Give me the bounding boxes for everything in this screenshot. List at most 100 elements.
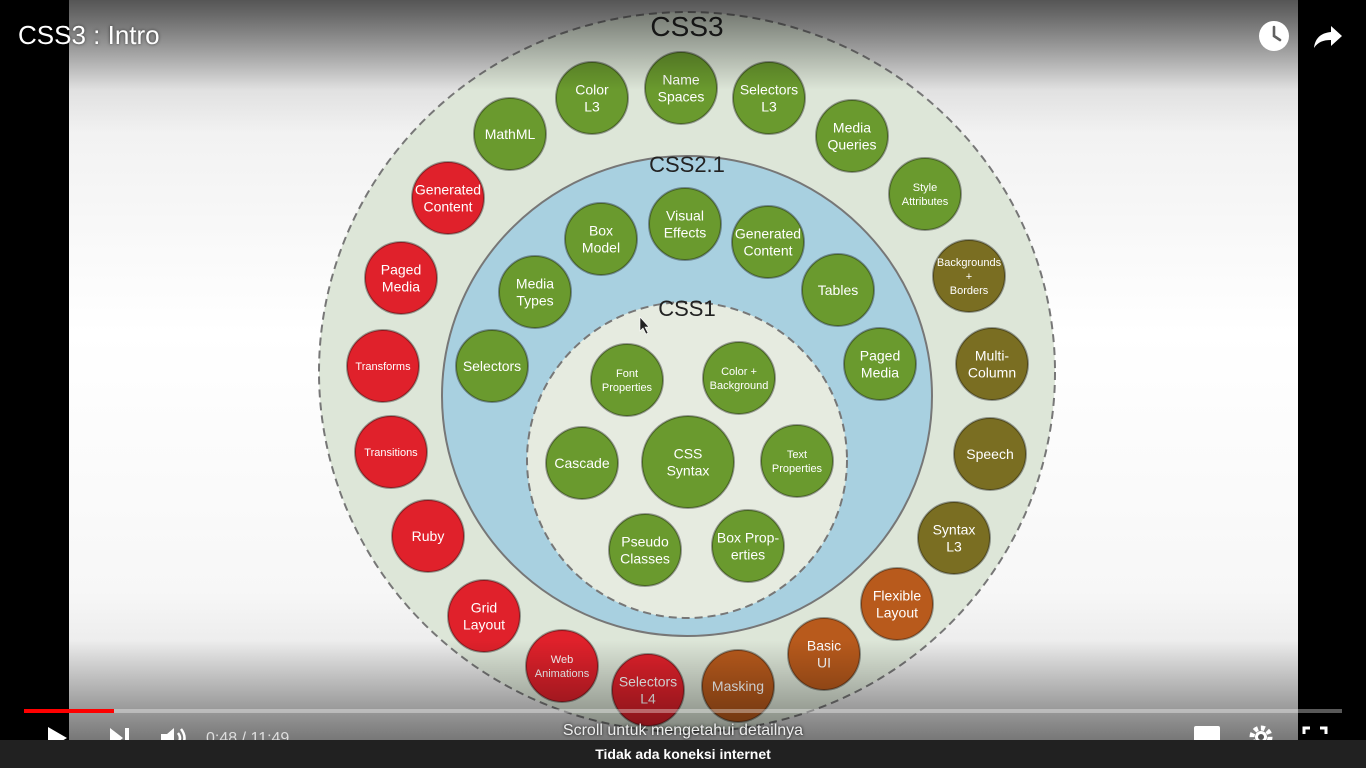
module-label: + <box>966 271 972 283</box>
module-label: Masking <box>712 678 764 694</box>
module-multi--column: Multi-Column <box>955 327 1029 401</box>
module-transforms: Transforms <box>346 329 420 403</box>
module-label: Generated <box>415 181 481 197</box>
module-backgrounds--borders: Backgrounds + Borders <box>932 239 1006 313</box>
player-controls: 0:48 / 11:49 <box>0 714 1366 740</box>
module-label: Paged <box>381 261 421 277</box>
offline-message: Tidak ada koneksi internet <box>595 746 771 762</box>
module-label: Paged <box>860 347 900 363</box>
module-label: Multi- <box>975 347 1010 363</box>
module-label: Selectors <box>740 81 798 97</box>
module-label: Speech <box>966 446 1013 462</box>
module-label: Basic <box>807 637 841 653</box>
module-label: Color + <box>721 366 757 378</box>
module-label: erties <box>731 546 765 562</box>
ring-label: CSS3 <box>650 11 723 42</box>
module-label: Spaces <box>658 88 705 104</box>
module-color-background: Color + Background <box>702 341 776 415</box>
module-label: Visual <box>666 207 704 223</box>
module-label: L3 <box>584 98 600 114</box>
module-label: L3 <box>946 538 962 554</box>
module-label: Animations <box>535 668 590 680</box>
module-label: Model <box>582 239 620 255</box>
module-label: Content <box>423 198 472 214</box>
module-label: Selectors <box>463 358 521 374</box>
watch-later-button[interactable] <box>1256 18 1292 54</box>
module-label: L3 <box>761 98 777 114</box>
ring-label: CSS2.1 <box>649 152 725 177</box>
module-label: Transforms <box>355 361 411 373</box>
module-label: Borders <box>950 285 989 297</box>
module-label: Box <box>589 222 613 238</box>
module-label: Backgrounds <box>937 257 1002 269</box>
module-label: Background <box>710 380 769 392</box>
module-selectors: Selectors <box>455 329 529 403</box>
module-label: Media <box>516 275 554 291</box>
offline-snackbar: Tidak ada koneksi internet <box>0 740 1366 768</box>
progress-bar[interactable] <box>24 709 1342 713</box>
module-speech: Speech <box>953 417 1027 491</box>
module-label: Column <box>968 364 1016 380</box>
next-icon[interactable] <box>108 726 132 740</box>
module-label: Layout <box>463 616 505 632</box>
module-masking: Masking <box>701 649 775 723</box>
volume-icon[interactable] <box>160 726 188 740</box>
module-label: Ruby <box>412 528 445 544</box>
module-label: Effects <box>664 224 707 240</box>
play-icon[interactable] <box>46 726 68 740</box>
module-label: Web <box>551 654 573 666</box>
module-label: MathML <box>485 126 536 142</box>
module-label: Name <box>662 71 700 87</box>
progress-played <box>24 709 114 713</box>
module-transitions: Transitions <box>354 415 428 489</box>
share-button[interactable] <box>1310 18 1346 54</box>
module-label: Color <box>575 81 609 97</box>
module-label: Pseudo <box>621 533 669 549</box>
scroll-hint: Scroll untuk mengetahui detailnya <box>562 722 804 739</box>
module-label: Attributes <box>902 196 949 208</box>
ring-label: CSS1 <box>658 296 715 321</box>
module-label: Font <box>616 368 638 380</box>
share-icon <box>1314 26 1342 48</box>
module-label: Layout <box>876 604 918 620</box>
module-label: CSS <box>674 445 703 461</box>
module-label: Box Prop- <box>717 529 780 545</box>
module-label: Syntax <box>933 521 976 537</box>
module-label: Properties <box>602 382 653 394</box>
module-label: Flexible <box>873 587 921 603</box>
module-label: Types <box>516 292 553 308</box>
module-label: Cascade <box>554 455 609 471</box>
module-mathml: MathML <box>473 97 547 171</box>
clock-icon <box>1259 21 1289 51</box>
gear-icon[interactable] <box>1248 724 1274 740</box>
module-boxprop--erties: Box Prop-erties <box>711 509 785 583</box>
module-label: Style <box>913 182 937 194</box>
fullscreen-icon[interactable] <box>1302 726 1328 740</box>
module-label: Transitions <box>364 447 418 459</box>
video-title[interactable]: CSS3 : Intro <box>18 20 160 50</box>
module-label: Media <box>861 364 899 380</box>
subtitles-icon[interactable] <box>1194 726 1220 740</box>
module-label: UI <box>817 654 831 670</box>
module-label: Queries <box>827 136 876 152</box>
module-label: Text <box>787 449 807 461</box>
module-label: Generated <box>735 225 801 241</box>
